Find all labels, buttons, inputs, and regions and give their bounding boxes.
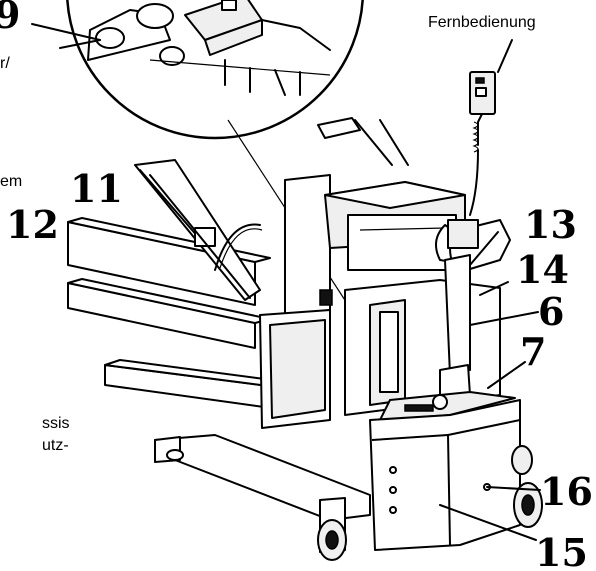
tiller-handle	[435, 219, 511, 401]
control-panel	[379, 391, 516, 421]
callout-leaders	[31, 23, 541, 541]
remote-control	[469, 71, 496, 216]
callout-12: 12	[6, 202, 59, 247]
wheels	[317, 445, 543, 561]
mast	[284, 117, 466, 316]
callout-16: 16	[540, 469, 593, 514]
partial-label-left: em	[0, 173, 22, 190]
remote-leader-line	[497, 39, 513, 73]
callout-7: 7	[520, 329, 546, 374]
front-housing	[369, 399, 521, 551]
detail-magnifier	[59, 0, 364, 140]
callout-13: 13	[524, 202, 577, 247]
partial-label-top: r/	[0, 55, 10, 72]
callout-6: 6	[538, 289, 564, 334]
callout-14: 14	[516, 247, 569, 292]
partial-label-chassis-2: utz-	[42, 437, 69, 454]
callout-15: 15	[535, 530, 588, 571]
callout-11: 11	[70, 166, 123, 211]
partial-label-chassis-1: ssis	[42, 415, 70, 432]
lift-arm	[134, 159, 263, 301]
remote-label: Fernbedienung	[428, 14, 536, 31]
callout-9: 9	[0, 0, 20, 37]
